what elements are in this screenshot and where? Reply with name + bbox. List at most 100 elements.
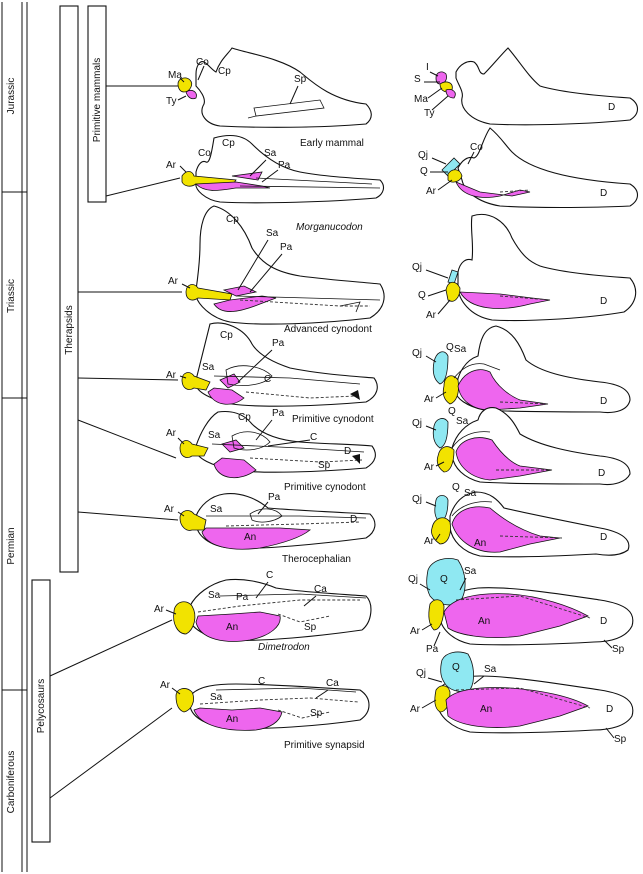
lateral-jaw-1: I S Ma Ty D [414, 47, 639, 126]
label-cp: Cp [220, 330, 233, 341]
label-sp: Sp [614, 734, 627, 745]
label-c: C [258, 676, 265, 687]
label-sp: Sp [612, 644, 625, 655]
lateral-jaw-8: Qj Q Sa Ar An D Sp [410, 651, 634, 745]
medial-jaw-dimetrodon: Pa C Sa Ca Ar An Sp Dimetrodon [154, 570, 372, 653]
label-ar: Ar [424, 394, 435, 405]
connector-lines [49, 85, 182, 799]
lateral-jaw-7: Qj Sa Q Ar Pa An D Sp [408, 558, 634, 655]
lateral-jaw-4: Qj Q Sa Ar D [412, 325, 631, 414]
label-d: D [600, 616, 607, 627]
group-box-primitive-mammals [87, 5, 107, 203]
label-sp: Sp [294, 74, 307, 85]
label-q: Q [446, 342, 454, 353]
label-sp: Sp [310, 708, 323, 719]
label-d: D [608, 102, 615, 113]
caption-primitive-cynodont-1: Primitive cynodont [292, 414, 374, 425]
label-q: Q [452, 662, 460, 673]
medial-jaw-early-mammal: Co Cp Ma Ty Sp Early mammal [166, 47, 372, 149]
label-sa: Sa [208, 590, 221, 601]
label-an: An [480, 704, 492, 715]
label-pa: Pa [280, 242, 293, 253]
label-an: An [244, 532, 256, 543]
caption-early-mammal: Early mammal [300, 138, 364, 149]
label-ar: Ar [426, 186, 437, 197]
label-ca: Ca [326, 678, 339, 689]
caption-dimetrodon: Dimetrodon [258, 642, 310, 653]
medial-jaw-advanced-cynodont: Cp Sa Pa Ar Advanced cynodont [168, 205, 385, 335]
medial-jaw-primitive-synapsid: Ar C Ca Sa An Sp Primitive synapsid [160, 676, 370, 751]
label-d: D [600, 532, 607, 543]
label-sa: Sa [464, 566, 477, 577]
label-qj: Qj [416, 668, 426, 679]
label-ar: Ar [166, 428, 177, 439]
label-cp: Cp [238, 412, 251, 423]
label-ar: Ar [160, 680, 171, 691]
medial-jaw-primitive-cynodont-1: Cp Pa Ar Sa C Primitive cynodont [166, 322, 378, 425]
label-ar: Ar [166, 160, 177, 171]
label-qj: Qj [418, 150, 428, 161]
group-label-primitive-mammals: Primitive mammals [92, 58, 103, 142]
label-d: D [344, 446, 351, 457]
label-c: C [266, 570, 273, 581]
label-q: Q [418, 290, 426, 301]
label-ar: Ar [410, 704, 421, 715]
caption-advanced-cynodont: Advanced cynodont [284, 324, 372, 335]
label-ty: Ty [166, 96, 177, 107]
label-sa: Sa [484, 664, 497, 675]
label-sa: Sa [454, 344, 467, 355]
label-sa: Sa [464, 488, 477, 499]
label-ar: Ar [166, 370, 177, 381]
label-pa: Pa [272, 338, 285, 349]
label-pa: Pa [426, 644, 439, 655]
period-jurassic: Jurassic [6, 78, 17, 115]
label-q: Q [440, 574, 448, 585]
label-cp: Cp [226, 214, 239, 225]
label-sa: Sa [210, 504, 223, 515]
label-sp: Sp [304, 622, 317, 633]
lateral-jaw-6: Qj Q Sa Ar An D [412, 482, 630, 558]
label-co: Co [196, 57, 209, 68]
group-label-therapsids: Therapsids [64, 305, 75, 354]
label-sa: Sa [210, 692, 223, 703]
label-qj: Qj [412, 494, 422, 505]
caption-primitive-synapsid: Primitive synapsid [284, 740, 365, 751]
label-pa: Pa [272, 408, 285, 419]
label-q: Q [448, 406, 456, 417]
label-c: C [310, 432, 317, 443]
label-ar: Ar [168, 276, 179, 287]
label-d: D [350, 514, 357, 525]
label-sa: Sa [202, 362, 215, 373]
label-an: An [474, 538, 486, 549]
label-sa: Sa [266, 228, 279, 239]
label-ar: Ar [164, 504, 175, 515]
lateral-jaw-2: Co Qj Q Ar D [418, 127, 639, 209]
label-sa: Sa [264, 148, 277, 159]
label-cp: Cp [222, 138, 235, 149]
label-d: D [600, 296, 607, 307]
label-pa: Pa [236, 592, 249, 603]
label-an: An [226, 714, 238, 725]
group-label-pelycosaurs: Pelycosaurs [36, 679, 47, 733]
label-sa: Sa [208, 430, 221, 441]
label-d: D [598, 468, 605, 479]
label-ar: Ar [410, 626, 421, 637]
group-boxes: Primitive mammals Therapsids Pelycosaurs [31, 5, 107, 843]
timescale: Jurassic Triassic Permian Carboniferous [1, 2, 28, 872]
label-an: An [478, 616, 490, 627]
label-s: S [414, 74, 421, 85]
label-qj: Qj [408, 574, 418, 585]
label-sp: Sp [318, 460, 331, 471]
label-d: D [600, 396, 607, 407]
period-triassic: Triassic [6, 279, 17, 313]
label-ar: Ar [426, 310, 437, 321]
lateral-jaw-5: Qj Q Sa Ar D [412, 406, 631, 486]
label-sa: Sa [456, 416, 469, 427]
label-ma: Ma [168, 70, 182, 81]
medial-jaw-primitive-cynodont-2: Ar Cp Pa C Sa D Sp Primitive cynodont [166, 408, 376, 493]
label-ar: Ar [154, 604, 165, 615]
label-pa: Pa [268, 492, 281, 503]
label-ar: Ar [424, 536, 435, 547]
label-ma: Ma [414, 94, 428, 105]
